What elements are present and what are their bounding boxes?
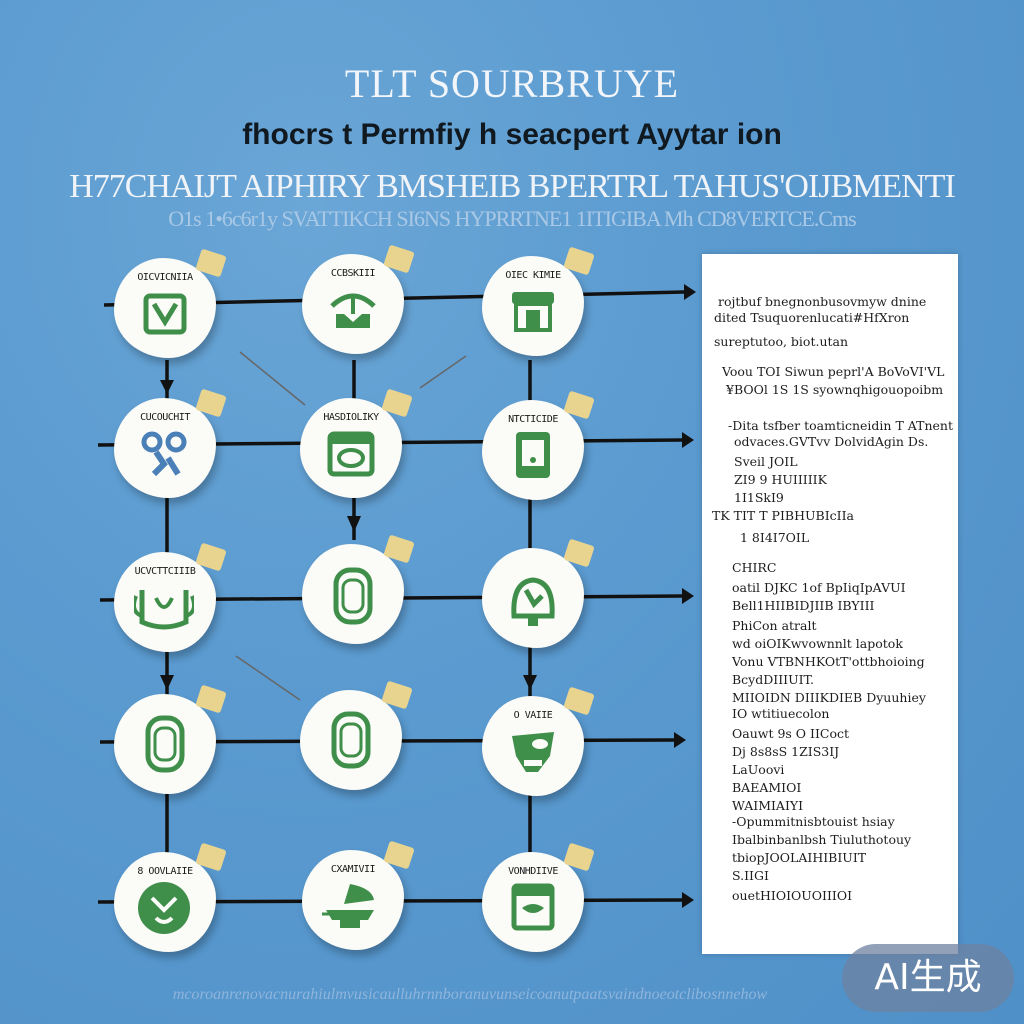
panel-line: oatil DJKC 1of BpIiqIpAVUI <box>732 580 906 595</box>
node-label: CUCOUCHIT <box>140 412 190 423</box>
node-13[interactable]: 8 OOVLAIIE <box>114 842 227 952</box>
panel-line: Ibalbinbanlbsh Tiuluthotouy <box>732 832 912 847</box>
node-15[interactable]: VONHDIIVE <box>482 842 595 952</box>
panel-line: -Dita tsfber toamticneidin T ATnent <box>728 418 953 433</box>
footer-text: mcoroanrenovacnurahiulmvusicaulluhrnnbor… <box>172 986 768 1003</box>
panel-line: Voou TOI Siwun peprl'A BoVoVI'VL <box>722 364 945 379</box>
panel-line: PhiCon atralt <box>732 618 817 633</box>
node-2[interactable]: CCBSKIII <box>302 244 415 354</box>
node-label: CXAMIVII <box>330 864 376 875</box>
ai-generated-badge: AI生成 <box>842 944 1014 1012</box>
node-6[interactable]: NTCTICIDE <box>482 390 595 500</box>
node-14[interactable]: CXAMIVII <box>302 840 415 950</box>
node-10[interactable] <box>114 684 227 794</box>
node-label: O VAIIE <box>513 710 553 721</box>
panel-line: 1 8I4I7OIL <box>740 530 810 545</box>
node-4[interactable]: CUCOUCHIT <box>114 388 227 498</box>
panel-line: CHIRC <box>732 560 777 575</box>
capsule-icon <box>331 711 371 769</box>
panel-line: rojtbuf bnegnonbusovmyw dnine <box>718 294 927 309</box>
node-3[interactable]: OIEC KIMIE <box>482 246 595 356</box>
panel-line: MIIOIDN DIIIKDIEB Dyuuhiey <box>732 690 926 705</box>
tooth-icon <box>512 292 554 332</box>
node-11[interactable] <box>300 680 413 790</box>
cup-icon <box>134 590 194 630</box>
panel-line: S.IIGI <box>732 868 769 883</box>
subline: O1s 1•6c6r1y SVATTIKCH SI6NS HYPRRTNE1 1… <box>168 206 856 231</box>
box-icon <box>511 883 555 931</box>
node-label: OIEC KIMIE <box>505 270 561 281</box>
node-label: UCVCTTCIIIB <box>134 566 196 577</box>
node-label: OICVICNIIA <box>137 272 193 283</box>
panel-line: BcydDIIIUIT. <box>732 672 815 687</box>
bell-icon <box>511 577 555 626</box>
panel-line: BAEAMIOI <box>732 780 802 795</box>
subtitle: fhocrs t Permfiy h seacpert Ayytar ion <box>242 118 782 151</box>
panel-line: Bell1HIIBIDJIIB IBYIII <box>732 598 875 613</box>
node-label: CCBSKIII <box>330 268 376 279</box>
node-1[interactable]: OICVICNIIA <box>114 248 227 358</box>
bag-icon <box>143 293 187 335</box>
panel-line: Vonu VTBNHKOtT'ottbhoioing <box>732 654 925 669</box>
panel-line: 1I1SkI9 <box>734 490 784 505</box>
mushroom-icon <box>330 293 376 328</box>
panel-line: ZI9 9 HUIIIIIK <box>734 472 827 487</box>
node-12[interactable]: O VAIIE <box>482 686 595 796</box>
cluster-icon <box>141 431 187 477</box>
panel-line: odvaces.GVTvv DolvidAgin Ds. <box>734 434 929 449</box>
orb-icon <box>138 882 190 934</box>
phone-icon <box>516 432 550 478</box>
mask-icon <box>512 732 554 772</box>
panel-line: ouetHIOIOUOIIIOI <box>732 888 853 903</box>
node-9[interactable] <box>482 538 595 648</box>
panel-line: Dj 8s8sS 1ZIS3IJ <box>732 744 840 759</box>
capsule-icon <box>333 567 373 625</box>
node-label: HASDIOLIKY <box>323 412 379 423</box>
capsule-icon <box>145 715 185 773</box>
node-label: VONHDIIVE <box>508 866 558 877</box>
node-8[interactable] <box>302 534 415 644</box>
panel-line: Oauwt 9s O IICoct <box>732 726 849 741</box>
panel-line: sureptutoo, biot.utan <box>714 334 849 349</box>
node-7[interactable]: UCVCTTCIIIB <box>114 542 227 652</box>
panel-line: -Opummitnisbtouist hsiay <box>732 814 895 829</box>
panel-line: ¥BOOl 1S 1S syownqhigouopoibm <box>726 382 944 397</box>
node-5[interactable]: HASDIOLIKY <box>300 388 413 498</box>
panel-line: wd oiOIKwvownnlt lapotok <box>732 636 903 651</box>
node-label: NTCTICIDE <box>508 414 558 425</box>
panel-line: dited Tsuquorenlucati#HfXron <box>714 310 910 325</box>
panel-line: IO wtitiuecolon <box>732 706 830 721</box>
radio-icon <box>327 431 375 477</box>
panel-line: TK TIT T PIBHUBIcIIa <box>712 508 854 523</box>
panel-line: WAIMIAIYI <box>732 798 804 813</box>
panel-line: Sveil JOIL <box>734 454 798 469</box>
node-label: 8 OOVLAIIE <box>137 866 193 877</box>
panel-line: tbiopJOOLAIHIBIUIT <box>732 850 867 865</box>
title-main: TLT SOURBRUYE <box>344 61 680 106</box>
scale-icon <box>322 884 374 928</box>
panel-line: LaUoovi <box>732 762 785 777</box>
headline: H77CHAIJT AIPHIRY BMSHEIB BPERTRL TAHUS'… <box>69 168 956 205</box>
